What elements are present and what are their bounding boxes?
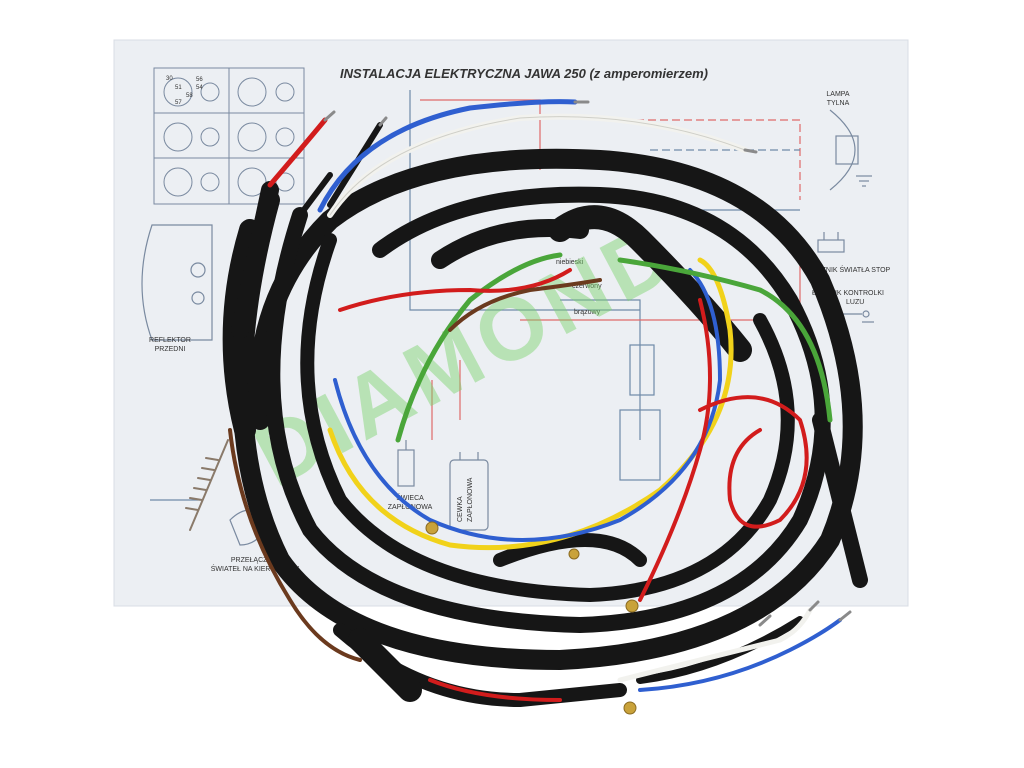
- ignition-coil-label-1: CEWKA: [457, 496, 464, 522]
- wire-green: [395, 252, 563, 443]
- spark-plug-label-1: ŚWIECA: [396, 493, 424, 502]
- tail-lamp-label-2: TYLNA: [827, 100, 850, 107]
- wire-white-bottom: [617, 607, 813, 683]
- terminal-54: 54: [196, 85, 203, 91]
- switch-terminal-numbers: 30 51 54 56 57 58: [166, 76, 203, 106]
- ring-terminals: [425, 521, 639, 715]
- wire-red-right-loop: [698, 395, 809, 529]
- harness-main-sheath: [222, 122, 868, 707]
- wire-label-red: czerwony: [572, 283, 602, 290]
- neutral-switch-label-1: ŁĄCZNIK KONTROLKI: [812, 290, 884, 297]
- wire-red-bottom: [428, 678, 562, 702]
- switch-positions-grid: [153, 67, 305, 205]
- wire-brown-left: [228, 428, 362, 662]
- headlamp-drawing: [141, 224, 213, 341]
- neutral-switch-label-2: LUZU: [846, 299, 864, 306]
- wire-red-left: [267, 117, 328, 188]
- terminal-56: 56: [196, 77, 203, 83]
- tail-lamp-drawing: [829, 109, 872, 191]
- stop-switch-drawing: [817, 232, 845, 253]
- wire-white-top-outline: [329, 116, 746, 216]
- handlebar-switch-label-2: ŚWIATEŁ NA KIEROWNICY: [211, 564, 300, 573]
- wire-blue-bottom: [638, 618, 842, 692]
- handlebar-switch-label-1: PRZEŁĄCZNIK: [231, 557, 280, 564]
- wire-red-mid: [338, 268, 572, 312]
- ignition-coil-label-2: ZAPŁONOWA: [467, 477, 474, 522]
- ignition-coil-drawing: [449, 452, 489, 531]
- wire-label-blue: niebieski: [556, 259, 584, 266]
- terminal-58: 58: [186, 93, 193, 99]
- terminal-30: 30: [166, 76, 173, 82]
- wire-red-lower: [638, 298, 712, 602]
- terminal-51: 51: [175, 85, 182, 91]
- wire-label-brown: brązowy: [574, 309, 601, 316]
- wire-brown: [448, 278, 602, 332]
- wire-terminals: [323, 100, 852, 627]
- headlamp-label-1: REFLEKTOR: [149, 337, 191, 344]
- wire-yellow: [327, 257, 734, 551]
- terminal-57: 57: [175, 100, 182, 106]
- headlamp-label-2: PRZEDNI: [155, 346, 186, 353]
- wire-blue-loop: [333, 268, 722, 542]
- diagram-circuit-lines: [150, 90, 801, 501]
- tail-lamp-label-1: LAMPA: [826, 91, 850, 98]
- diagram-title: INSTALACJA ELEKTRYCZNA JAWA 250 (z amper…: [340, 66, 708, 81]
- wiring-harness: [185, 99, 868, 715]
- wire-green-right: [617, 257, 833, 423]
- spring-lead: [185, 439, 229, 531]
- wire-blue-top: [317, 99, 578, 213]
- stop-switch-label: ŁĄCZNIK ŚWIATŁA STOP: [808, 265, 891, 274]
- spark-plug-drawing: [397, 440, 415, 487]
